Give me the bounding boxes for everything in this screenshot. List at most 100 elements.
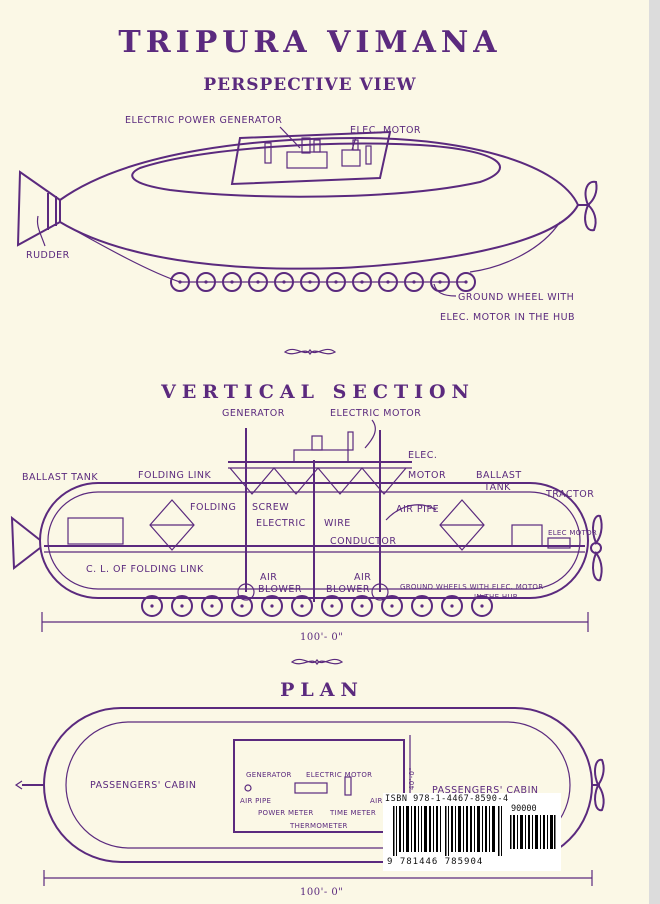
ground-wheel [222,272,242,292]
ground-wheel [456,272,476,292]
plan-view: 100'- 0" PASSENGERS' CABIN PASSENGERS' C… [14,707,605,898]
perspective-deck [131,142,501,198]
perspective-hull [59,136,580,270]
ground-wheel [321,595,343,617]
label-motor-in-hub: ELEC. MOTOR IN THE HUB [440,312,575,323]
label-electric: ELECTRIC [256,518,306,529]
ground-wheel [201,595,223,617]
generator-platform [230,130,392,186]
label-cl-folding-link: C. L. OF FOLDING LINK [86,564,204,575]
label-plan-electric-motor: ELECTRIC MOTOR [306,771,372,779]
ballast-tank-right [511,524,543,547]
wheel-hub [464,280,468,284]
ground-wheel [351,595,373,617]
perspective-view: ELECTRIC POWER GENERATOR ELEC. MOTOR RUD… [16,115,598,323]
ornament-divider-2 [290,658,344,666]
ballast-tank-left [67,517,124,545]
label-screw: SCREW [252,502,289,513]
vertical-dimension: 100'- 0" [300,632,343,643]
ground-wheel [231,595,253,617]
label-folding-link-top: FOLDING LINK [138,470,212,481]
ground-wheel [471,595,493,617]
barcode-bars [393,806,502,856]
isbn-text: ISBN 978-1-4467-8590-4 [385,794,509,804]
label-v-motor: MOTOR [408,470,446,481]
ground-wheel [430,272,450,292]
label-plan-air: AIR [370,797,383,805]
wheel-hub [450,604,454,608]
label-ballast-right-1: BALLAST [476,470,522,481]
ground-wheel [261,595,283,617]
wheel-hub [480,604,484,608]
wheel-hub [230,280,234,284]
wheel-hub [270,604,274,608]
wheel-hub [386,280,390,284]
label-plan-air-pipe: AIR PIPE [240,797,271,805]
ground-wheel [381,595,403,617]
ground-wheel [352,272,372,292]
plan-machinery-box [233,739,405,833]
plan-heading: PLAN [280,679,364,701]
ground-wheel [411,595,433,617]
ground-wheel [326,272,346,292]
label-air-2: AIR [354,572,371,583]
ground-wheel [170,272,190,292]
label-v-elec: ELEC. [408,450,437,461]
perspective-ground-wheels [170,272,476,292]
wheel-hub [210,604,214,608]
perspective-tail [16,170,61,247]
plan-dimension: 100'- 0" [300,887,343,898]
label-v-electric-motor: ELECTRIC MOTOR [330,408,421,419]
vertical-ground-wheels [141,595,493,617]
vertical-section: 100'- 0" GENERATOR ELECTRIC MOTOR ELEC. … [10,408,603,643]
label-v-generator: GENERATOR [222,408,285,419]
isbn-barcode: ISBN 978-1-4467-8590-4 90000 [383,793,561,871]
barcode-digits: 9 781446 785904 [387,857,484,867]
label-ground-wheel: GROUND WHEEL WITH [458,292,574,303]
wheel-hub [150,604,154,608]
main-title: TRIPURA VIMANA [118,25,501,60]
label-plan-width: 40'-0" [408,767,416,790]
wheel-hub [240,604,244,608]
label-rudder: RUDDER [26,250,70,261]
label-thermometer: THERMOMETER [289,822,348,830]
label-plan-generator: GENERATOR [246,771,292,779]
label-air-1: AIR [260,572,277,583]
label-ballast-right-2: TANK [483,482,511,493]
label-ballast-tank-left: BALLAST TANK [22,472,98,483]
label-conductor: CONDUCTOR [330,536,397,547]
ground-wheel [378,272,398,292]
ground-wheel [404,272,424,292]
label-cabin-right: PASSENGERS' CABIN [432,785,538,796]
perspective-heading: PERSPECTIVE VIEW [203,75,416,95]
label-cabin-left: PASSENGERS' CABIN [90,780,196,791]
label-wire: WIRE [324,518,351,529]
ground-wheel [274,272,294,292]
ground-wheel [196,272,216,292]
vertical-heading: VERTICAL SECTION [160,381,475,403]
label-time-meter: TIME METER [329,809,376,817]
wheel-hub [178,280,182,284]
ground-wheel [300,272,320,292]
perspective-propeller [578,180,598,232]
ground-wheel [291,595,313,617]
wheel-hub [256,280,260,284]
ground-wheel [141,595,163,617]
wheel-hub [360,604,364,608]
wheel-hub [360,280,364,284]
wheel-hub [282,280,286,284]
wheel-hub [204,280,208,284]
wheel-hub [334,280,338,284]
label-air-pipe: AIR PIPE [396,504,439,515]
wheel-hub [390,604,394,608]
ground-wheel [248,272,268,292]
label-power-generator: ELECTRIC POWER GENERATOR [125,115,282,126]
label-folding: FOLDING [190,502,236,513]
label-blower-1: BLOWER [258,584,302,595]
wheel-hub [412,280,416,284]
label-elec-motor: ELEC. MOTOR [350,125,421,136]
wheel-hub [308,280,312,284]
barcode-addon-bars [510,815,556,849]
